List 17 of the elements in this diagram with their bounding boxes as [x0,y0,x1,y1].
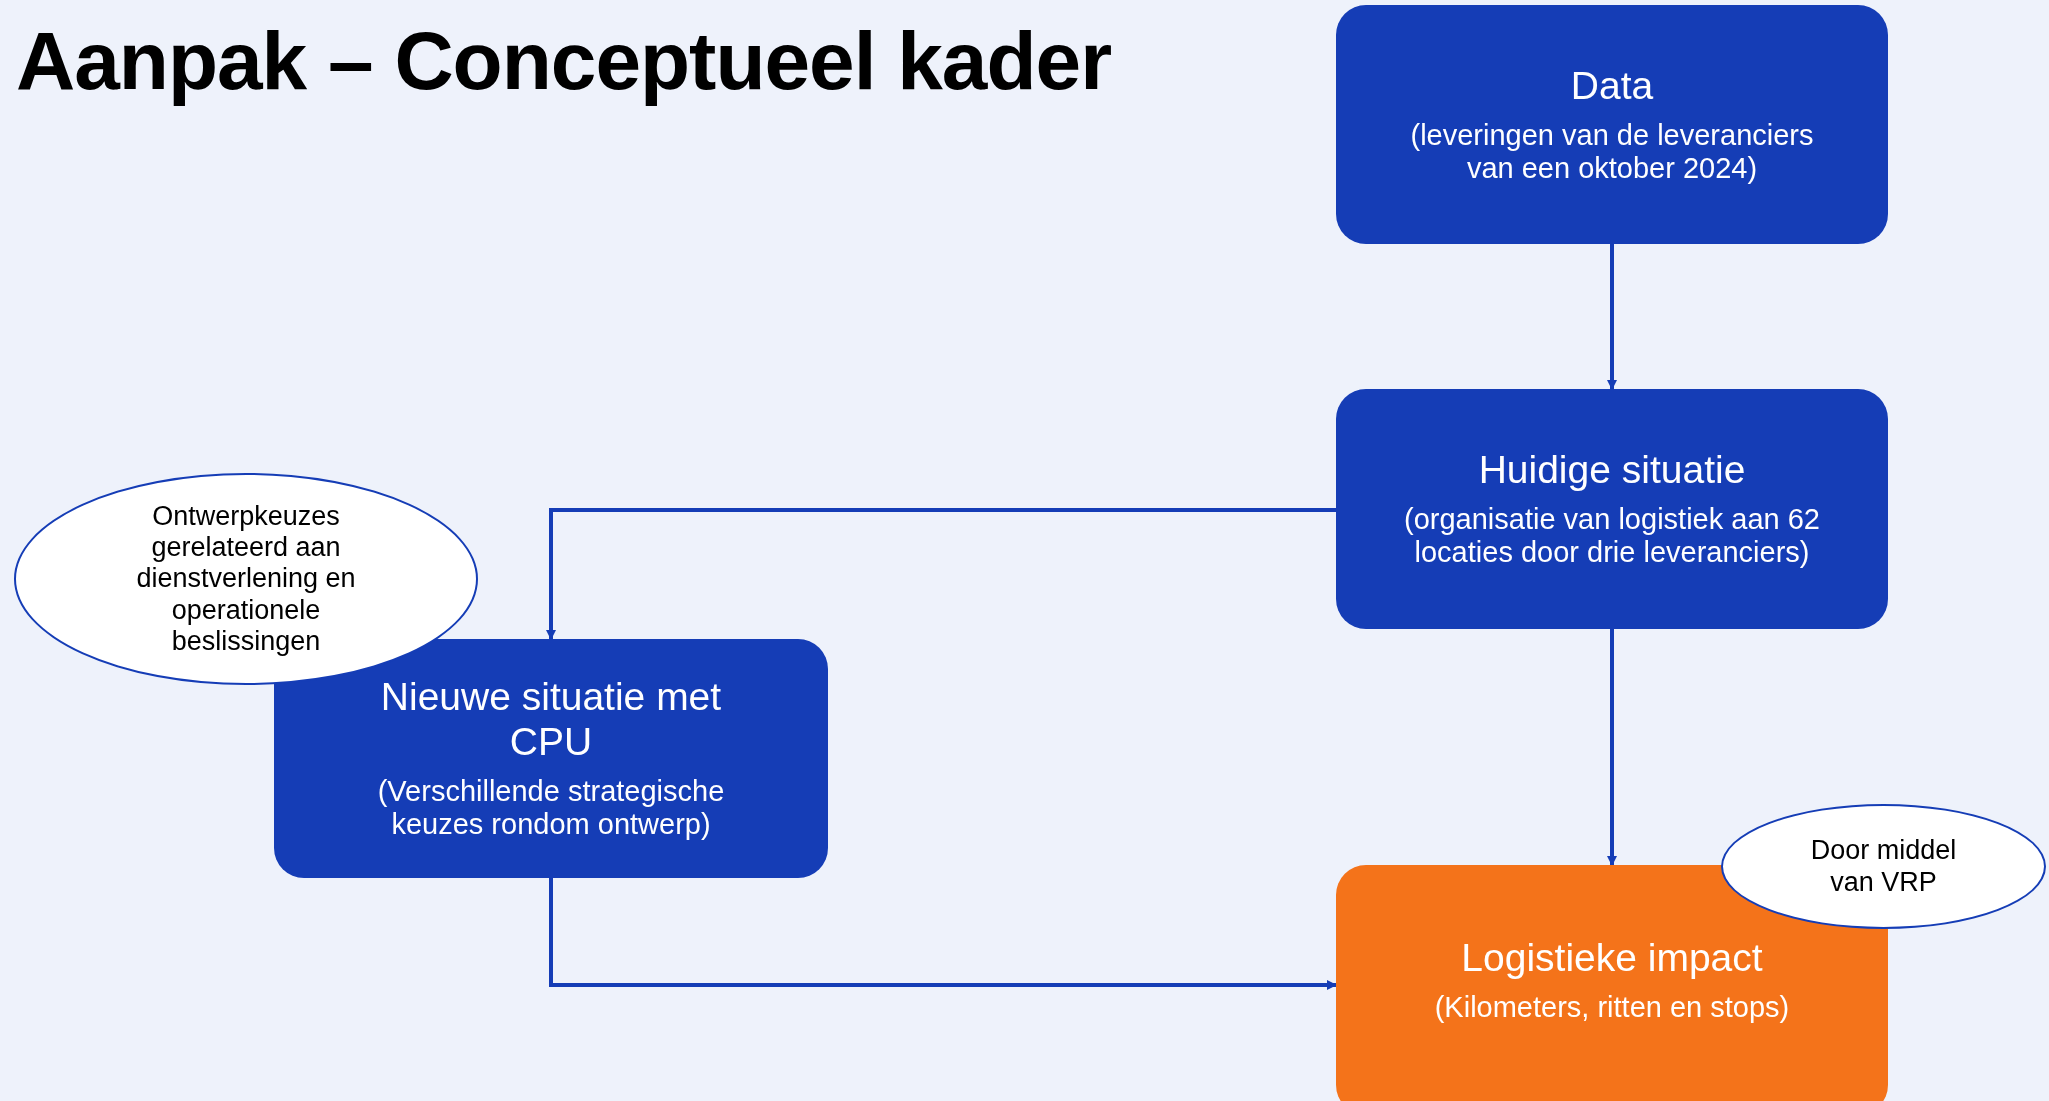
note-text: Ontwerpkeuzes gerelateerd aan dienstverlening en operationele beslissingen [135,501,357,657]
box-description: (Kilometers, ritten en stops) [1434,990,1790,1025]
box-heading: Data [1570,63,1654,109]
box-heading: Huidige situatie [1478,448,1746,494]
box-heading: Nieuwe situatie met CPU [379,675,723,765]
arrow [546,508,1336,640]
arrow [1607,244,1617,390]
box-description: (Verschillende strategische keuzes rondom ontwerp) [376,775,726,842]
process-box [1336,389,1888,629]
box-description: (organisatie van logistiek aan 62 locaties door drie leveranciers) [1403,503,1821,570]
process-box [1336,5,1888,244]
arrow [549,878,1337,990]
arrow [1607,629,1617,866]
note-text: Door middel van VRP [1809,835,1958,898]
box-heading: Logistieke impact [1461,935,1763,981]
box-description: (leveringen van de leveranciers van een oktober 2024) [1409,118,1815,186]
title: Aanpak – Conceptueel kader [16,14,1112,108]
